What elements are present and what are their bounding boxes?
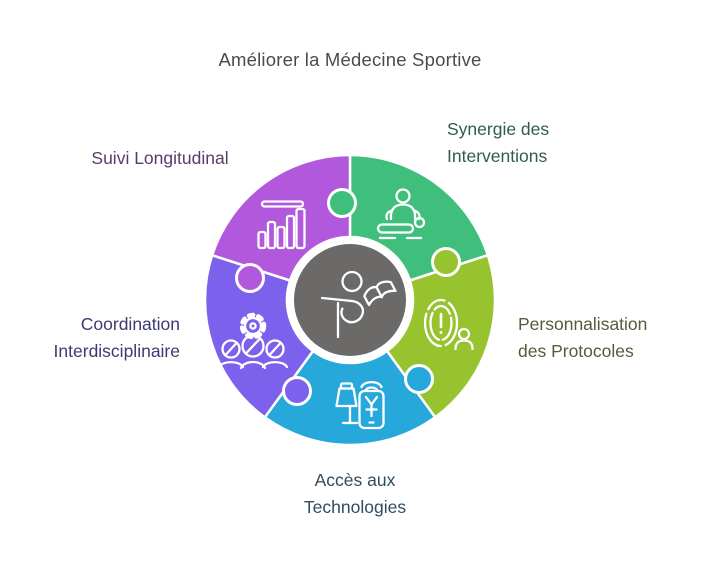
bar-chart-icon xyxy=(257,200,306,250)
segment-label-acces-technologies: Accès aux Technologies xyxy=(303,470,407,517)
segment-label-suivi-longitudinal: Suivi Longitudinal xyxy=(91,148,229,168)
puzzle-knob-purple xyxy=(235,263,265,293)
person-rehab-reading-icon xyxy=(320,270,397,339)
segment-label-synergie-interventions: Synergie des Interventions xyxy=(447,119,550,166)
gear-team-icon xyxy=(217,312,289,370)
segment-label-coordination-interdisciplinaire: Coordination Interdisciplinaire xyxy=(53,314,180,361)
segment-shape-acces xyxy=(263,349,437,447)
puzzle-knob-violet xyxy=(282,376,312,406)
puzzle-knob-lime xyxy=(431,247,461,277)
fingerprint-person-icon xyxy=(423,298,474,351)
puzzle-knob-blue xyxy=(404,364,434,394)
segment-label-personnalisation-protocoles: Personnalisation des Protocoles xyxy=(518,314,648,361)
mobile-health-tech-icon xyxy=(335,380,385,430)
puzzle-knob-green xyxy=(327,188,357,218)
massage-therapy-icon xyxy=(376,188,426,240)
page-title: Améliorer la Médecine Sportive xyxy=(218,49,482,70)
segment-shape-suivi xyxy=(210,153,352,282)
